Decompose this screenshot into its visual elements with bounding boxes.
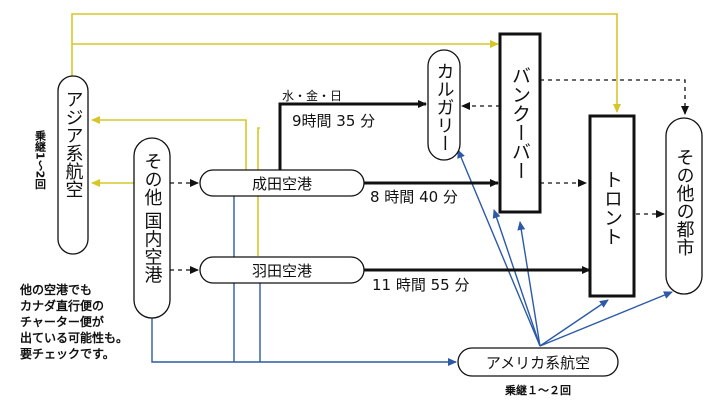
note-line-1: 他の空港でも — [19, 282, 92, 297]
other-domestic-label: その他 国内空港 — [142, 152, 163, 284]
calgary-node: カルガリー — [427, 49, 461, 161]
other-domestic-airports-node: その他 国内空港 — [133, 137, 171, 319]
yellow-route-haneda-to-asia — [257, 127, 260, 256]
asia-airlines-node: アジア系航空 — [57, 75, 89, 255]
route-narita-to-calgary — [278, 100, 427, 170]
dashed-vancouver-to-other-cities — [540, 79, 689, 115]
note-line-4: 出ている可能性も。 — [20, 330, 128, 345]
narita-airport-node: 成田空港 — [199, 169, 365, 197]
vancouver-time-label: 8 時間 40 分 — [370, 188, 458, 206]
note-line-3: チャーター便が — [20, 314, 104, 329]
direct-flights — [278, 100, 591, 274]
note-line-5: 要チェックです。 — [20, 346, 115, 361]
other-cities-label: その他の都市 — [674, 148, 695, 256]
calgary-label: カルガリー — [434, 62, 455, 152]
american-airlines-node: アメリカ系航空 — [457, 347, 619, 377]
haneda-label: 羽田空港 — [252, 262, 312, 280]
note-line-2: カナダ直行便の — [20, 298, 104, 313]
american-airlines-label: アメリカ系航空 — [486, 354, 590, 372]
calgary-days-label: 水・金・日 — [282, 88, 342, 103]
toronto-label: トロント — [601, 170, 623, 246]
narita-label: 成田空港 — [252, 175, 312, 193]
dashed-connectors — [170, 79, 689, 274]
calgary-time-label: 9時間 35 分 — [292, 112, 375, 130]
vancouver-node: バンクーバー — [498, 32, 542, 214]
blue-route-from-other-domestic — [151, 317, 457, 366]
asia-transfer-label: 乗継1〜2回 — [34, 129, 47, 190]
haneda-airport-node: 羽田空港 — [199, 256, 365, 284]
yellow-route-narita-to-asia — [91, 116, 247, 172]
vancouver-label: バンクーバー — [509, 66, 531, 180]
toronto-node: トロント — [588, 114, 636, 298]
toronto-time-label: 11 時間 55 分 — [372, 276, 469, 294]
other-cities-node: その他の都市 — [665, 117, 703, 295]
yellow-route-top-to-toronto — [71, 13, 621, 113]
asia-airline-routes — [71, 13, 621, 256]
blue-route-to-other-cities — [539, 291, 673, 347]
asia-airlines-label: アジア系航空 — [63, 90, 84, 198]
blue-route-to-vancouver — [517, 221, 541, 347]
blue-route-to-toronto — [539, 299, 609, 347]
blue-route-to-vancouver-side — [492, 209, 541, 347]
charter-note: 他の空港でも カナダ直行便の チャーター便が 出ている可能性も。 要チェックです… — [19, 282, 128, 361]
american-transfer-label: 乗継１～２回 — [505, 383, 571, 397]
